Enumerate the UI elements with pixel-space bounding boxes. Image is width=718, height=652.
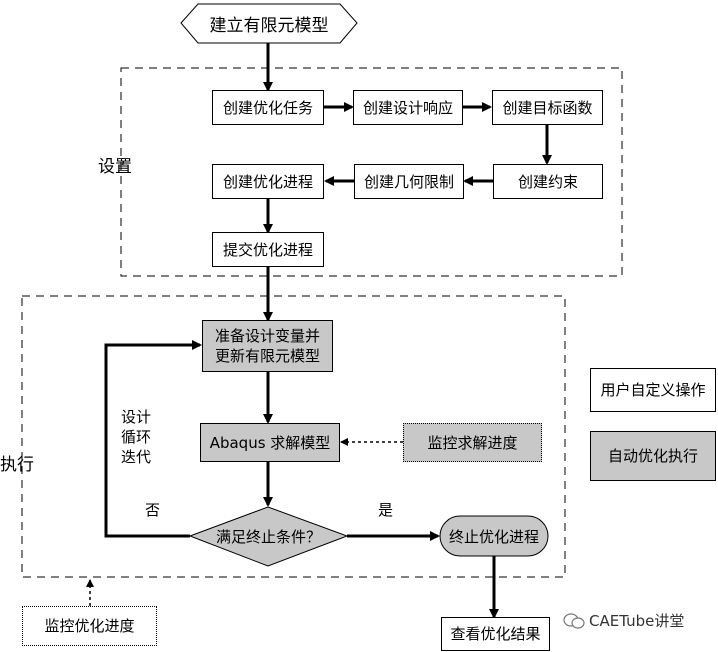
- legend-user-defined: 用户自定义操作: [590, 368, 716, 412]
- loop-label-line-1: 设计: [120, 408, 151, 426]
- view-results-box: 查看优化结果: [441, 617, 550, 651]
- setup-group-frame: [120, 67, 623, 277]
- submit-process-box: 提交优化进程: [212, 232, 324, 267]
- terminate-label: 终止优化进程: [448, 527, 539, 546]
- loop-label: 设计 循环 迭代: [116, 407, 156, 467]
- start-hexagon: [180, 3, 358, 44]
- monitor-optimization-box: 监控优化进度: [22, 606, 157, 646]
- create-geometry-box: 创建几何限制: [354, 164, 464, 199]
- create-response-box: 创建设计响应: [353, 90, 463, 125]
- prepare-line-2: 更新有限元模型: [214, 347, 320, 365]
- create-task-box: 创建优化任务: [212, 90, 324, 125]
- arrow-loop-back: [104, 340, 202, 538]
- start-node-label: 建立有限元模型: [209, 16, 329, 36]
- loop-label-line-2: 循环: [120, 428, 151, 446]
- create-objective-box: 创建目标函数: [492, 90, 603, 125]
- branch-no-label: 否: [145, 501, 161, 519]
- create-constraint-box: 创建约束: [493, 164, 603, 199]
- execute-group-label: 执行: [0, 455, 34, 475]
- branch-yes-label: 是: [378, 501, 394, 519]
- watermark-text: CAETube讲堂: [589, 612, 685, 630]
- condition-label: 满足终止条件？: [215, 528, 321, 546]
- setup-group-label: 设置: [98, 157, 132, 177]
- prepare-update-box: 准备设计变量并 更新有限元模型: [202, 320, 333, 372]
- prepare-line-1: 准备设计变量并: [214, 327, 320, 345]
- abaqus-solve-box: Abaqus 求解模型: [200, 423, 340, 462]
- create-process-box: 创建优化进程: [212, 164, 324, 199]
- wechat-icon: [563, 612, 585, 629]
- monitor-solve-box: 监控求解进度: [403, 423, 542, 462]
- legend-auto-execute: 自动优化执行: [590, 431, 716, 481]
- loop-label-line-3: 迭代: [120, 448, 151, 466]
- watermark: CAETube讲堂: [563, 610, 684, 631]
- execute-group-frame: [21, 295, 566, 578]
